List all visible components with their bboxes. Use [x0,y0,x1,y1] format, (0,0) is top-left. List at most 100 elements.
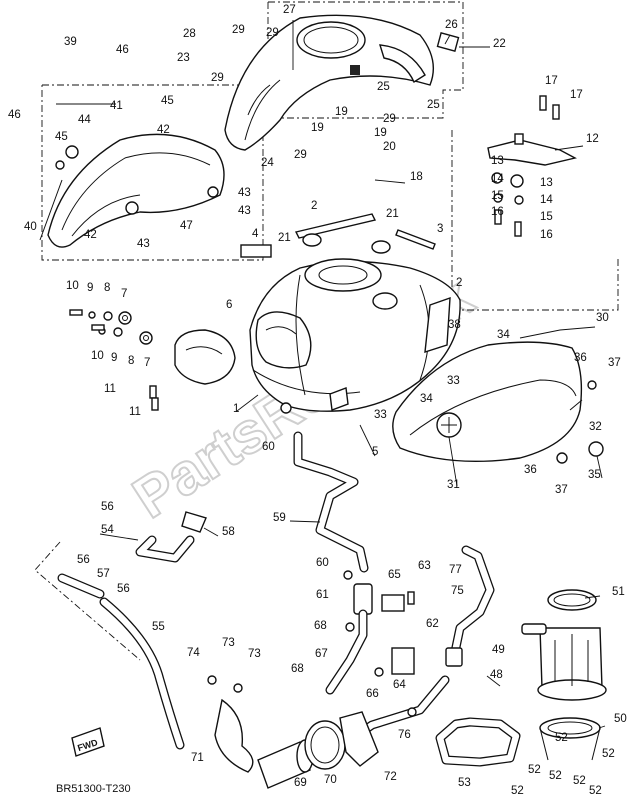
callout-45: 45 [55,131,68,143]
callout-32: 32 [589,421,602,433]
callout-1: 1 [233,403,239,415]
callout-4: 4 [252,228,259,240]
callout-25: 25 [427,99,440,111]
callout-25: 25 [377,81,390,93]
callout-55: 55 [152,621,165,633]
callout-8: 8 [104,282,110,294]
callout-9: 9 [111,352,117,364]
strips-2-3-4 [240,213,451,353]
callout-71: 71 [191,752,204,764]
callout-48: 48 [490,669,503,681]
callout-13: 13 [491,155,504,167]
callout-52: 52 [511,785,524,797]
fuel-hose-59 [293,431,369,573]
canister-69 [207,675,379,789]
callout-49: 49 [492,644,505,656]
callout-35: 35 [588,469,601,481]
callout-74: 74 [187,647,200,659]
callout-9: 9 [87,282,93,294]
callout-57: 57 [97,568,110,580]
leader-lines [99,20,606,729]
seat-30 [392,341,604,464]
callout-34: 34 [497,329,510,341]
seat-cover-22 [224,14,460,151]
callout-59: 59 [273,512,286,524]
callout-21: 21 [278,232,291,244]
callout-45: 45 [161,95,174,107]
callout-58: 58 [222,526,235,538]
callout-52: 52 [555,732,568,744]
callout-43: 43 [137,238,150,250]
callout-42: 42 [157,124,170,136]
callout-34: 34 [420,393,433,405]
fuel-tank-1 [249,258,461,414]
callout-62: 62 [426,618,439,630]
callout-8: 8 [128,355,134,367]
callout-67: 67 [315,648,328,660]
callout-22: 22 [493,38,506,50]
callout-19: 19 [311,122,324,134]
fuel-pump-assembly-48 [521,589,607,761]
callout-15: 15 [540,211,553,223]
callout-36: 36 [574,352,587,364]
callout-21: 21 [386,208,399,220]
callout-53: 53 [458,777,471,789]
callout-40: 40 [24,221,37,233]
callout-16: 16 [540,229,553,241]
callout-41: 41 [110,100,123,112]
callout-60: 60 [316,557,329,569]
callout-17: 17 [570,89,583,101]
bracket-53 [435,717,521,767]
callout-11: 11 [129,406,141,418]
callout-12: 12 [586,133,599,145]
callout-44: 44 [78,114,91,126]
callout-64: 64 [393,679,406,691]
diagram-code: BR51300-T230 [56,783,131,795]
callout-28: 28 [183,28,196,40]
callout-29: 29 [232,24,245,36]
hose-75-valve-62 [345,545,495,745]
callout-14: 14 [491,173,504,185]
callout-43: 43 [238,205,251,217]
callout-18: 18 [410,171,423,183]
callout-15: 15 [491,190,504,202]
callout-63: 63 [418,560,431,572]
callout-24: 24 [261,157,274,169]
callout-77: 77 [449,564,462,576]
callout-66: 66 [366,688,379,700]
callout-76: 76 [398,729,411,741]
callout-38: 38 [448,319,461,331]
callout-52: 52 [573,775,586,787]
callout-13: 13 [540,177,553,189]
side-cover-39 [39,103,225,248]
callout-37: 37 [608,357,621,369]
callout-46: 46 [8,109,21,121]
callout-42: 42 [84,229,97,241]
callout-19: 19 [335,106,348,118]
callout-23: 23 [177,52,190,64]
callout-36: 36 [524,464,537,476]
callout-29: 29 [383,113,396,125]
callout-65: 65 [388,569,401,581]
callout-39: 39 [64,36,77,48]
callout-69: 69 [294,777,307,789]
callout-51: 51 [612,586,625,598]
callout-31: 31 [447,479,460,491]
fuel-filter-61 [325,570,415,695]
callout-50: 50 [614,713,627,725]
callout-29: 29 [294,149,307,161]
callout-33: 33 [374,409,387,421]
callout-52: 52 [589,785,602,797]
callout-14: 14 [540,194,553,206]
callout-56: 56 [77,554,90,566]
callout-2: 2 [456,277,462,289]
callout-5: 5 [372,446,378,458]
callout-52: 52 [549,770,562,782]
callout-7: 7 [144,357,150,369]
callout-68: 68 [291,663,304,675]
callout-43: 43 [238,187,251,199]
fwd-arrow-icon: FWD [71,727,105,757]
callout-10: 10 [66,280,79,292]
